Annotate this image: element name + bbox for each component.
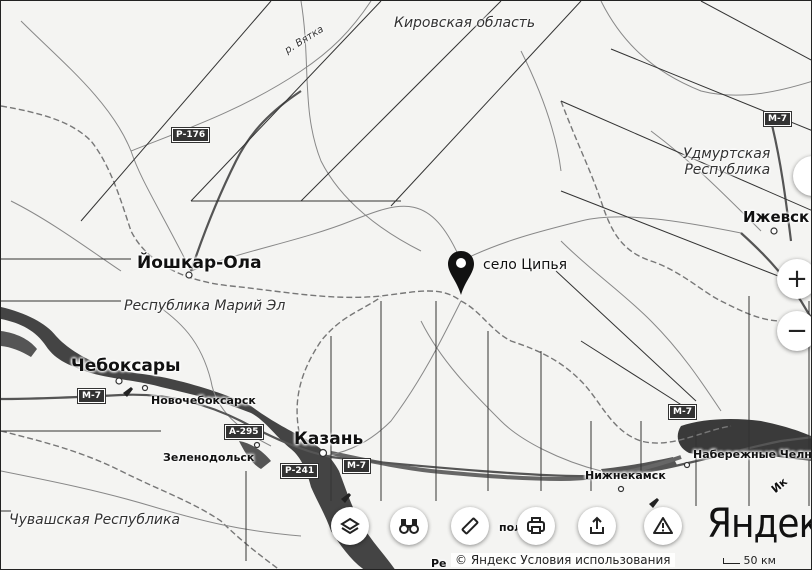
region-label-udmurtia: Удмуртская Республика [683,146,770,178]
region-label-udmurtia-line1: Удмуртская [683,146,771,162]
road-shield-m7-east: М-7 [668,404,697,420]
print-icon [527,517,545,534]
zoom-out-button[interactable]: − [777,311,811,351]
copyright-link[interactable]: © Яндекс Условия использования [451,553,675,567]
scale-bar: 50 км [723,554,776,567]
scale-bar-label: 50 км [743,554,776,567]
city-label-naberezhnye-chelny[interactable]: Набережные Челны [693,448,812,461]
road-shield-r176: Р-176 [170,127,211,143]
binoculars-icon [399,519,419,534]
ruler-icon [461,517,479,535]
layers-button[interactable] [331,507,369,545]
city-label-novocheboksarsk[interactable]: Новочебоксарск [151,394,256,407]
layers-icon [340,517,360,535]
region-label-kirov: Кировская область [394,15,536,31]
report-problem-button[interactable] [644,507,682,545]
road-shield-m7-west: М-7 [77,388,106,404]
road-shield-m7-kazan: М-7 [342,458,371,474]
city-label-nizhnekamsk[interactable]: Нижнекамск [585,469,666,482]
marker-label: село Ципья [483,257,568,273]
partial-label-pol: пол [499,521,523,534]
zoom-in-button[interactable]: + [777,259,811,299]
road-shield-m7-top: М-7 [763,111,792,127]
yandex-logo[interactable]: Яндекс [707,501,811,547]
region-label-chuvashia: Чувашская Республика [9,512,181,528]
city-label-izhevsk[interactable]: Ижевск [743,208,810,226]
region-label-udmurtia-line2: Республика [684,162,771,178]
warning-icon [653,517,673,534]
ruler-button[interactable] [451,507,489,545]
city-label-zelenodolsk[interactable]: Зеленодольск [163,451,255,464]
region-label-mari-el: Республика Марий Эл [124,298,286,314]
city-label-yoshkar-ola[interactable]: Йошкар-Ола [137,253,262,273]
panorama-button[interactable] [390,507,428,545]
road-shield-a295: А-295 [224,424,264,440]
road-shield-r241: Р-241 [279,463,320,479]
city-label-cheboksary[interactable]: Чебоксары [71,356,181,376]
print-button[interactable] [517,507,555,545]
scale-bar-line [723,558,740,564]
share-button[interactable] [578,507,616,545]
city-label-kazan[interactable]: Казань [294,429,364,449]
map-side-button[interactable] [793,156,811,196]
partial-label-re: Ре [431,557,447,570]
location-pin-icon[interactable] [447,249,475,303]
share-icon [590,516,604,534]
